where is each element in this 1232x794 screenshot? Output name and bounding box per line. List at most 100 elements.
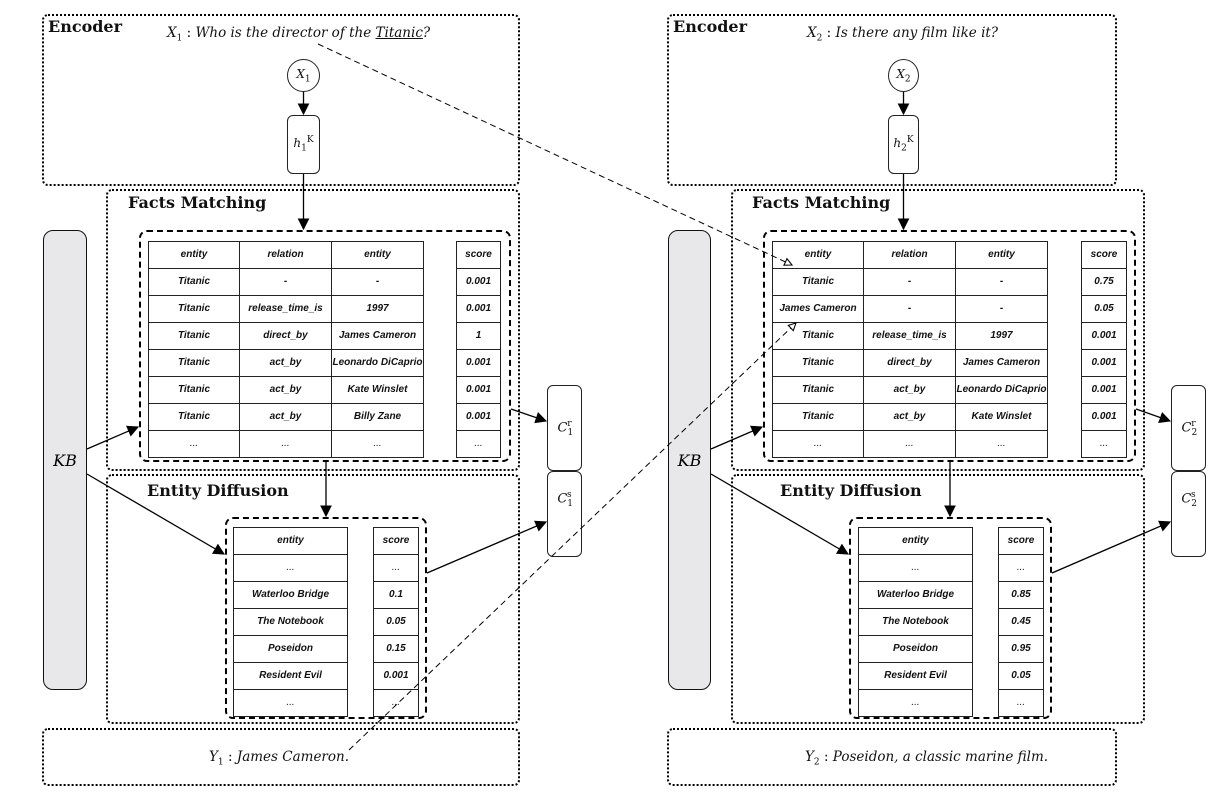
score-row: 0.05 [998, 662, 1044, 690]
table-cell: - [331, 268, 424, 296]
table-cell: direct_by [239, 322, 332, 350]
left-response: Y1 : James Cameron. [209, 749, 350, 768]
right-facts-matching-title: Facts Matching [752, 193, 891, 212]
score-cell: ... [373, 689, 419, 717]
table-row: The Notebook [858, 608, 973, 636]
table-cell: ... [331, 430, 424, 458]
score-row: 0.001 [1081, 349, 1127, 377]
entity-cell: ... [858, 689, 973, 717]
table-cell: Titanic [772, 268, 864, 296]
score-row: 0.001 [1081, 403, 1127, 431]
left-question: X1 : Who is the director of the Titanic? [167, 25, 431, 44]
score-cell: ... [456, 430, 501, 458]
entity-cell: Resident Evil [858, 662, 973, 690]
score-cell: 0.85 [998, 581, 1044, 609]
table-row: Resident Evil [233, 662, 348, 690]
score-cell: 0.05 [998, 662, 1044, 690]
score-cell: 0.001 [456, 349, 501, 377]
right-entity-diffusion-title: Entity Diffusion [780, 481, 922, 500]
score-row: 0.001 [1081, 322, 1127, 350]
score-row: ... [373, 554, 419, 582]
score-cell: 0.05 [373, 608, 419, 636]
score-row: ... [456, 430, 501, 458]
score-row: ... [373, 689, 419, 717]
right-response: Y2 : Poseidon, a classic marine film. [805, 749, 1049, 768]
table-cell: ... [863, 430, 956, 458]
table-cell: 1997 [955, 322, 1048, 350]
table-cell: Leonardo DiCaprio [331, 349, 424, 377]
column-header: score [998, 527, 1044, 555]
column-header: score [1081, 241, 1127, 269]
score-row: 0.1 [373, 581, 419, 609]
table-cell: Titanic [772, 349, 864, 377]
table-cell: Titanic [148, 268, 240, 296]
table-row: ......... [772, 430, 1048, 458]
entity-cell: The Notebook [233, 608, 348, 636]
entity-cell: ... [233, 554, 348, 582]
entity-cell: Poseidon [233, 635, 348, 663]
left-entity-diffusion-title: Entity Diffusion [147, 481, 289, 500]
table-cell: Titanic [772, 322, 864, 350]
table-cell: act_by [239, 403, 332, 431]
score-cell: ... [998, 689, 1044, 717]
table-row: Titanic-- [772, 268, 1048, 296]
table-row: Poseidon [233, 635, 348, 663]
column-header: score [373, 527, 419, 555]
right-context-r-node: C2r [1171, 385, 1206, 471]
score-row: 0.45 [998, 608, 1044, 636]
column-header: entity [233, 527, 348, 555]
left-response-text: James Cameron. [236, 749, 350, 765]
right-hidden-state-node: h2K [888, 115, 919, 174]
entity-cell: The Notebook [858, 608, 973, 636]
entity-cell: Poseidon [858, 635, 973, 663]
column-header: relation [239, 241, 332, 269]
table-cell: ... [239, 430, 332, 458]
table-cell: ... [772, 430, 864, 458]
table-row: ... [233, 554, 348, 582]
table-cell: Titanic [148, 295, 240, 323]
column-header: relation [863, 241, 956, 269]
right-question: X2 : Is there any film like it? [807, 25, 999, 44]
score-row: 0.85 [998, 581, 1044, 609]
table-row: ... [858, 689, 973, 717]
table-cell: Billy Zane [331, 403, 424, 431]
score-cell: 0.001 [1081, 322, 1127, 350]
table-cell: Titanic [148, 376, 240, 404]
table-cell: Titanic [772, 376, 864, 404]
score-row: 0.05 [373, 608, 419, 636]
table-cell: Leonardo DiCaprio [955, 376, 1048, 404]
table-row: ... [233, 689, 348, 717]
table-cell: James Cameron [331, 322, 424, 350]
left-hidden-state-node: h1K [287, 115, 320, 174]
left-knowledge-base: KB [43, 230, 87, 690]
score-row: 1 [456, 322, 501, 350]
entity-cell: Waterloo Bridge [858, 581, 973, 609]
score-row: 0.001 [456, 403, 501, 431]
score-row: 0.001 [1081, 376, 1127, 404]
score-cell: 0.001 [456, 295, 501, 323]
score-row: ... [998, 689, 1044, 717]
table-cell: direct_by [863, 349, 956, 377]
table-cell: Titanic [148, 349, 240, 377]
left-facts-matching-title: Facts Matching [128, 193, 267, 212]
score-cell: ... [373, 554, 419, 582]
table-cell: release_time_is [863, 322, 956, 350]
entity-cell: Resident Evil [233, 662, 348, 690]
entity-cell: Waterloo Bridge [233, 581, 348, 609]
left-input-node: X1 [287, 59, 320, 92]
score-cell: 0.001 [373, 662, 419, 690]
table-cell: - [955, 295, 1048, 323]
right-context-s-node: C2s [1171, 471, 1206, 557]
right-knowledge-base: KB [668, 230, 711, 690]
score-cell: 0.95 [998, 635, 1044, 663]
column-header: entity [148, 241, 240, 269]
score-row: 0.001 [456, 295, 501, 323]
